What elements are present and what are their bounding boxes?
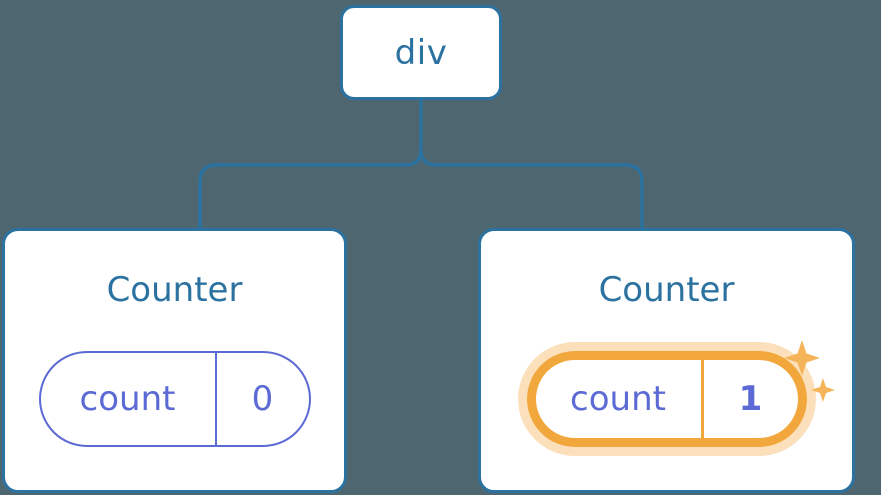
state-key-right: count xyxy=(536,360,704,438)
state-key-left: count xyxy=(41,353,217,445)
connector-branches xyxy=(198,148,644,230)
node-counter-right-title: Counter xyxy=(598,270,735,310)
state-pill-right[interactable]: count 1 xyxy=(526,340,835,447)
state-pill-wrap-right: count 1 xyxy=(481,340,852,447)
state-pill-wrap-left: count 0 xyxy=(5,351,344,447)
state-value-right: 1 xyxy=(738,379,763,419)
node-counter-left[interactable]: Counter count 0 xyxy=(2,228,347,493)
node-div[interactable]: div xyxy=(340,5,502,100)
state-pill-left[interactable]: count 0 xyxy=(38,351,311,447)
node-counter-left-title: Counter xyxy=(106,270,243,310)
node-div-label: div xyxy=(394,32,448,73)
state-value-left: 0 xyxy=(251,379,274,419)
node-counter-right[interactable]: Counter count 1 xyxy=(478,228,855,493)
sparkle-small-icon xyxy=(810,378,835,402)
